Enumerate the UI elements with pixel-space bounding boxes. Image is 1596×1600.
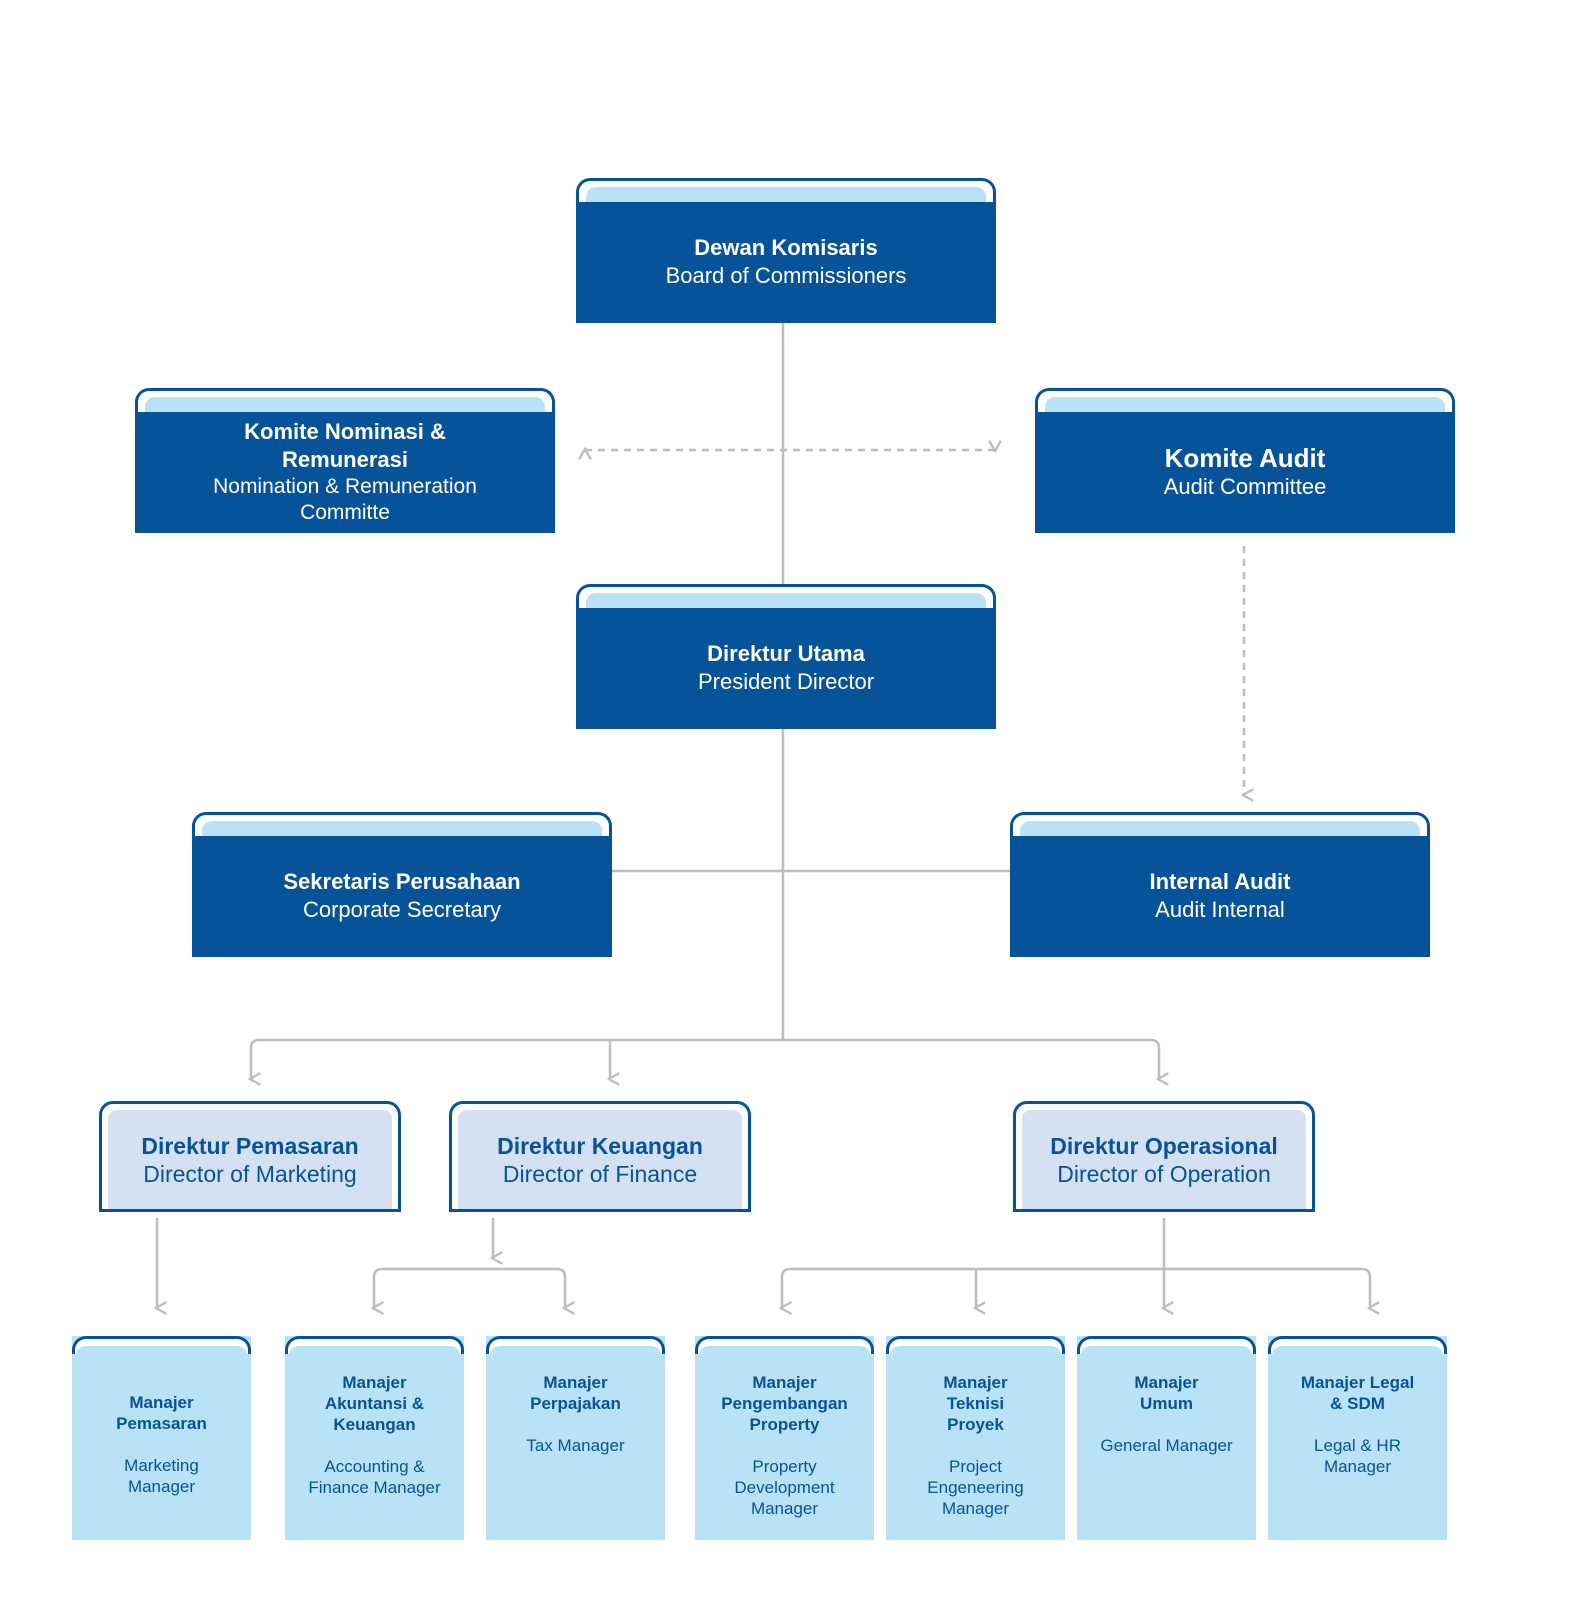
corporate-secretary-box: Sekretaris Perusahaan Corporate Secretar… xyxy=(192,812,612,957)
director-marketing-en-label: Director of Marketing xyxy=(143,1160,357,1187)
operation-bus xyxy=(782,1267,1370,1308)
finance-bus xyxy=(374,1267,565,1308)
manager-engineering-en-label: Project Engeneering Manager xyxy=(927,1457,1024,1518)
board-of-commissioners-box: Dewan Komisaris Board of Commissioners xyxy=(576,178,996,323)
internal-audit-box: Internal Audit Audit Internal xyxy=(1010,812,1430,957)
manager-property-en-label: Property Development Manager xyxy=(734,1457,835,1518)
manager-legal-en-label: Legal & HR Manager xyxy=(1314,1436,1401,1476)
manager-engineering-box: Manajer Teknisi Proyek Project Engeneeri… xyxy=(886,1336,1065,1540)
president-director-box: Direktur Utama President Director xyxy=(576,584,996,729)
president-en-label: President Director xyxy=(697,668,875,694)
manager-general-en-label: General Manager xyxy=(1100,1436,1233,1455)
internal-audit-en-label: Audit Internal xyxy=(1155,896,1285,922)
board-id-label: Dewan Komisaris xyxy=(694,234,878,260)
director-operation-id-label: Direktur Operasional xyxy=(1050,1132,1278,1159)
manager-property-id-label: Manajer Pengembangan Property xyxy=(721,1373,848,1434)
secretary-en-label: Corporate Secretary xyxy=(302,896,502,922)
manager-tax-box: Manajer Perpajakan Tax Manager xyxy=(486,1336,665,1540)
manager-marketing-box: Manajer Pemasaran Marketing Manager xyxy=(72,1336,251,1540)
manager-legal-id-label: Manajer Legal & SDM xyxy=(1300,1373,1415,1413)
manager-tax-id-label: Manajer Perpajakan xyxy=(530,1373,621,1413)
director-finance-en-label: Director of Finance xyxy=(502,1160,698,1187)
secretary-id-label: Sekretaris Perusahaan xyxy=(283,868,521,894)
president-id-label: Direktur Utama xyxy=(707,640,865,666)
manager-tax-en-label: Tax Manager xyxy=(526,1436,625,1455)
director-marketing-id-label: Direktur Pemasaran xyxy=(141,1132,359,1159)
director-finance-box: Direktur Keuangan Director of Finance xyxy=(449,1101,751,1212)
manager-general-id-label: Manajer Umum xyxy=(1134,1373,1199,1413)
manager-marketing-en-label: Marketing Manager xyxy=(124,1456,199,1496)
audit-committee-box: Komite Audit Audit Committee xyxy=(1035,388,1455,533)
board-en-label: Board of Commissioners xyxy=(665,262,907,288)
internal-audit-id-label: Internal Audit xyxy=(1149,868,1291,894)
manager-accounting-box: Manajer Akuntansi & Keuangan Accounting … xyxy=(285,1336,464,1540)
nomination-en-label: Nomination & Remuneration Committe xyxy=(213,474,477,524)
director-operation-box: Direktur Operasional Director of Operati… xyxy=(1013,1101,1315,1212)
manager-accounting-id-label: Manajer Akuntansi & Keuangan xyxy=(324,1373,425,1434)
manager-accounting-en-label: Accounting & Finance Manager xyxy=(308,1457,441,1497)
manager-general-box: Manajer Umum General Manager xyxy=(1077,1336,1256,1540)
director-operation-en-label: Director of Operation xyxy=(1057,1160,1271,1187)
manager-property-box: Manajer Pengembangan Property Property D… xyxy=(695,1336,874,1540)
manager-legal-box: Manajer Legal & SDM Legal & HR Manager xyxy=(1268,1336,1447,1540)
audit-committee-id-label: Komite Audit xyxy=(1164,442,1326,473)
directors-bus xyxy=(251,1038,1159,1079)
nomination-committee-box: Komite Nominasi & Remunerasi Nomination … xyxy=(135,388,555,533)
manager-engineering-id-label: Manajer Teknisi Proyek xyxy=(943,1373,1008,1434)
manager-marketing-id-label: Manajer Pemasaran xyxy=(116,1393,207,1433)
nomination-id-label: Komite Nominasi & Remunerasi xyxy=(244,418,446,472)
audit-committee-en-label: Audit Committee xyxy=(1163,473,1327,499)
director-marketing-box: Direktur Pemasaran Director of Marketing xyxy=(99,1101,401,1212)
director-finance-id-label: Direktur Keuangan xyxy=(497,1132,703,1159)
